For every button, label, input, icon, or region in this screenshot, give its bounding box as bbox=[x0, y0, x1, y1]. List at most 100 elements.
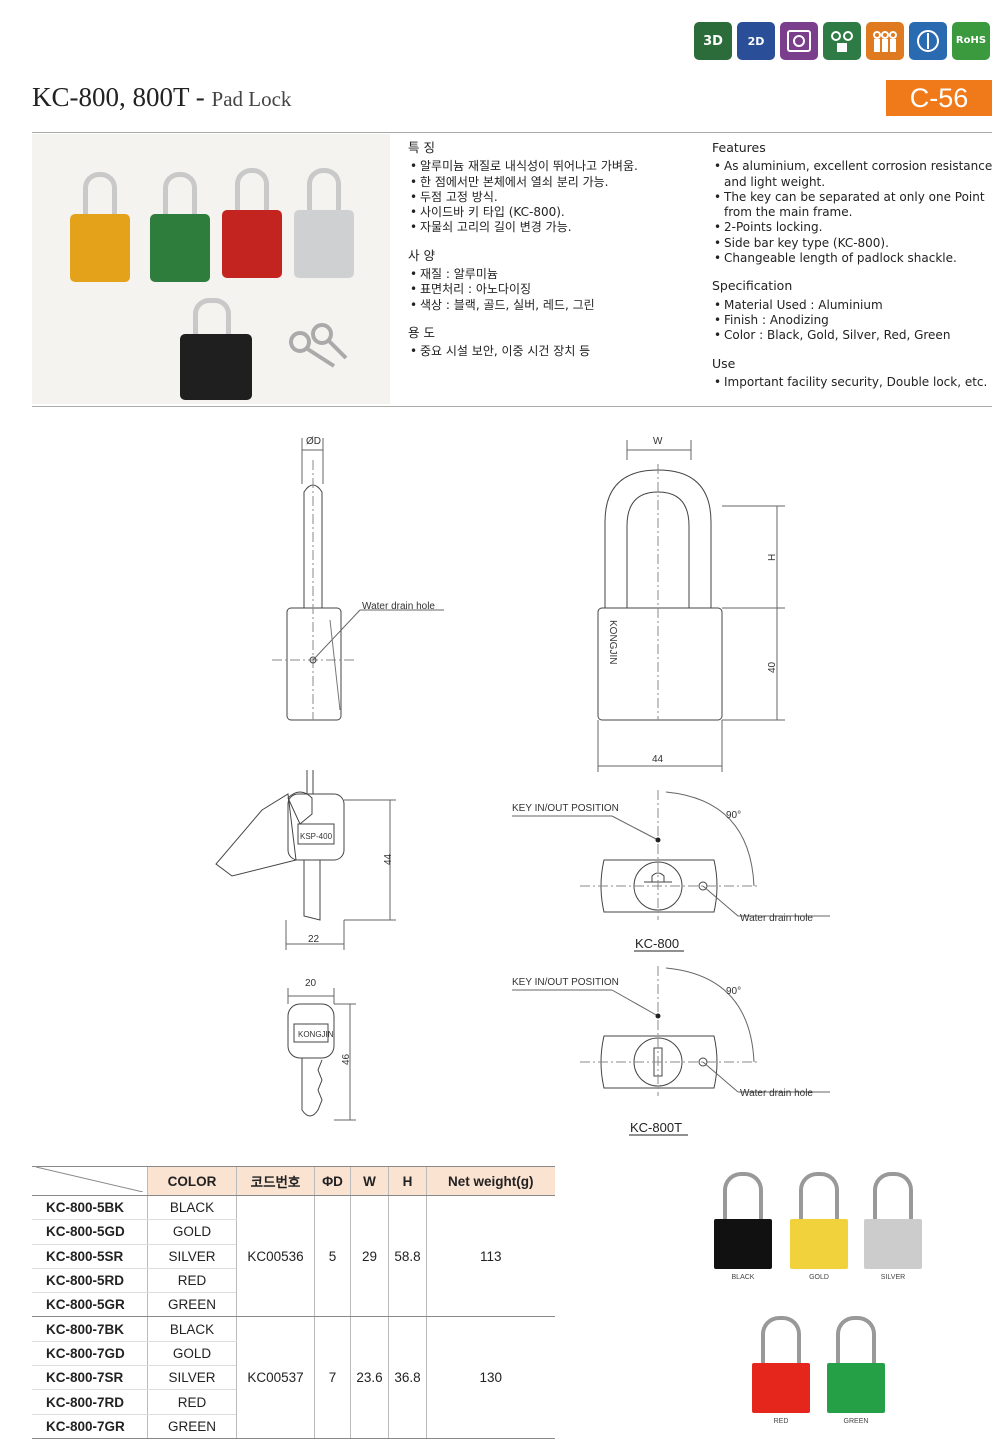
swatch-body bbox=[864, 1219, 922, 1269]
header-phi-d: ΦD bbox=[314, 1166, 351, 1196]
dim-w: W bbox=[653, 436, 663, 447]
w-cell: 23.6 bbox=[350, 1316, 389, 1439]
key2-dim-20: 20 bbox=[305, 978, 317, 989]
weight-cell: 130 bbox=[426, 1316, 555, 1439]
side-view bbox=[272, 438, 444, 721]
title-sub: Pad Lock bbox=[211, 87, 292, 111]
key-model-label: KSP-400 bbox=[300, 832, 333, 841]
feature-ko: 한 점에서만 본체에서 열쇠 분리 가능. bbox=[408, 175, 698, 191]
header-h: H bbox=[388, 1166, 427, 1196]
color-cell: GOLD bbox=[147, 1341, 237, 1367]
title-separator: - bbox=[189, 82, 212, 112]
maintenance-icon bbox=[823, 22, 861, 60]
front-view bbox=[597, 440, 785, 772]
table-row: KC-800-5SR SILVER bbox=[32, 1244, 555, 1269]
model-cell: KC-800-5GR bbox=[32, 1292, 148, 1318]
spec-title-ko: 사 양 bbox=[408, 247, 435, 263]
swatch-body bbox=[752, 1363, 810, 1413]
diagonal-line bbox=[35, 1166, 144, 1193]
spec-ko: 재질 : 알루미늄 bbox=[408, 267, 698, 283]
code-cell: KC00537 bbox=[236, 1316, 315, 1439]
angle-label: 90° bbox=[726, 810, 741, 821]
feature-ko: 사이드바 키 타입 (KC-800). bbox=[408, 205, 698, 221]
use-en: Important facility security, Double lock… bbox=[712, 375, 997, 391]
color-cell: RED bbox=[147, 1268, 237, 1294]
header-code: 코드번호 bbox=[236, 1166, 315, 1196]
table-row: KC-800-5BK BLACK KC00536 5 29 58.8 113 bbox=[32, 1195, 555, 1318]
feature-en: As aluminium, excellent corrosion resist… bbox=[712, 159, 997, 190]
swatch-body bbox=[827, 1363, 885, 1413]
key-in-out-label: KEY IN/OUT POSITION bbox=[512, 803, 619, 814]
phi-d-cell: 5 bbox=[314, 1195, 351, 1318]
specs-korean: 특 징 알루미늄 재질로 내식성이 뛰어나고 가벼움. 한 점에서만 본체에서 … bbox=[408, 140, 698, 372]
w-cell: 29 bbox=[350, 1195, 389, 1318]
middle-divider bbox=[32, 406, 992, 407]
swatch-gold: GOLD bbox=[790, 1172, 848, 1281]
h-cell: 58.8 bbox=[388, 1195, 427, 1318]
top-divider bbox=[32, 132, 992, 133]
spec-ko: 표면처리 : 아노다이징 bbox=[408, 282, 698, 298]
header-weight: Net weight(g) bbox=[426, 1166, 555, 1196]
swatch-body bbox=[714, 1219, 772, 1269]
top-view-kc800t bbox=[512, 966, 830, 1096]
dim-h: H bbox=[767, 554, 778, 561]
spec-en: Finish : Anodizing bbox=[712, 313, 997, 329]
angle-label-800t: 90° bbox=[726, 986, 741, 997]
key2-dim-46: 46 bbox=[341, 1053, 352, 1065]
table-row: KC-800-5GD GOLD bbox=[32, 1219, 555, 1245]
table-header-row: COLOR 코드번호 ΦD W H Net weight(g) bbox=[32, 1166, 555, 1196]
features-title-en: Features bbox=[712, 140, 766, 155]
key-side-view bbox=[215, 770, 396, 950]
feature-en: Changeable length of padlock shackle. bbox=[712, 251, 997, 267]
brand-label: KONGJIN bbox=[607, 620, 618, 664]
specs-english: Features As aluminium, excellent corrosi… bbox=[712, 140, 997, 402]
code-cell: KC00536 bbox=[236, 1195, 315, 1318]
table-row: KC-800-5GR GREEN bbox=[32, 1292, 555, 1318]
use-ko: 중요 시설 보안, 이중 시건 장치 등 bbox=[408, 344, 698, 360]
table-row: KC-800-5RD RED bbox=[32, 1268, 555, 1294]
swatch-label: BLACK bbox=[731, 1274, 755, 1281]
color-cell: BLACK bbox=[147, 1195, 237, 1221]
key-in-out-label-800t: KEY IN/OUT POSITION bbox=[512, 977, 619, 988]
spec-title-en: Specification bbox=[712, 278, 793, 294]
model-cell: KC-800-5RD bbox=[32, 1268, 148, 1294]
model-cell: KC-800-7GD bbox=[32, 1341, 148, 1367]
color-cell: GOLD bbox=[147, 1219, 237, 1245]
dim-44: 44 bbox=[652, 754, 664, 765]
header-color: COLOR bbox=[147, 1166, 237, 1196]
model-cell: KC-800-5SR bbox=[32, 1244, 148, 1269]
key-icon bbox=[866, 22, 904, 60]
feature-en: The key can be separated at only one Poi… bbox=[712, 190, 997, 221]
features-title-ko: 특 징 bbox=[408, 140, 435, 155]
color-cell: SILVER bbox=[147, 1365, 237, 1391]
feature-ko: 알루미늄 재질로 내식성이 뛰어나고 가벼움. bbox=[408, 159, 698, 175]
table-row: KC-800-7RD RED bbox=[32, 1389, 555, 1415]
water-drain-label-800: Water drain hole bbox=[740, 913, 813, 924]
model-cell: KC-800-7RD bbox=[32, 1389, 148, 1415]
2d-icon: 2D bbox=[737, 22, 775, 60]
use-list-ko: 중요 시설 보안, 이중 시건 장치 등 bbox=[408, 344, 698, 360]
swatch-label: GOLD bbox=[809, 1274, 829, 1281]
water-drain-label: Water drain hole bbox=[362, 601, 435, 612]
feature-ko: 두점 고정 방식. bbox=[408, 190, 698, 206]
model-cell: KC-800-5BK bbox=[32, 1195, 148, 1221]
table-row: KC-800-7BK BLACK KC00537 7 23.6 36.8 130 bbox=[32, 1316, 555, 1439]
swatch-label: SILVER bbox=[880, 1274, 906, 1281]
color-cell: GREEN bbox=[147, 1414, 237, 1439]
feature-en: 2-Points locking. bbox=[712, 220, 997, 236]
weight-cell: 113 bbox=[426, 1195, 555, 1318]
spec-en: Material Used : Aluminium bbox=[712, 298, 997, 314]
color-cell: RED bbox=[147, 1389, 237, 1415]
rohs-icon: RoHS bbox=[952, 22, 990, 60]
caption-kc800t: KC-800T bbox=[630, 1120, 682, 1135]
page-title: KC-800, 800T - Pad Lock bbox=[32, 82, 291, 113]
material-icon bbox=[780, 22, 818, 60]
dimension-icon bbox=[909, 22, 947, 60]
color-cell: GREEN bbox=[147, 1292, 237, 1318]
top-view-kc800 bbox=[512, 790, 830, 920]
keys-icon bbox=[289, 323, 348, 368]
header-w: W bbox=[350, 1166, 389, 1196]
use-title-en: Use bbox=[712, 355, 736, 371]
3d-icon: 3D bbox=[694, 22, 732, 60]
model-cell: KC-800-7BK bbox=[32, 1316, 148, 1342]
